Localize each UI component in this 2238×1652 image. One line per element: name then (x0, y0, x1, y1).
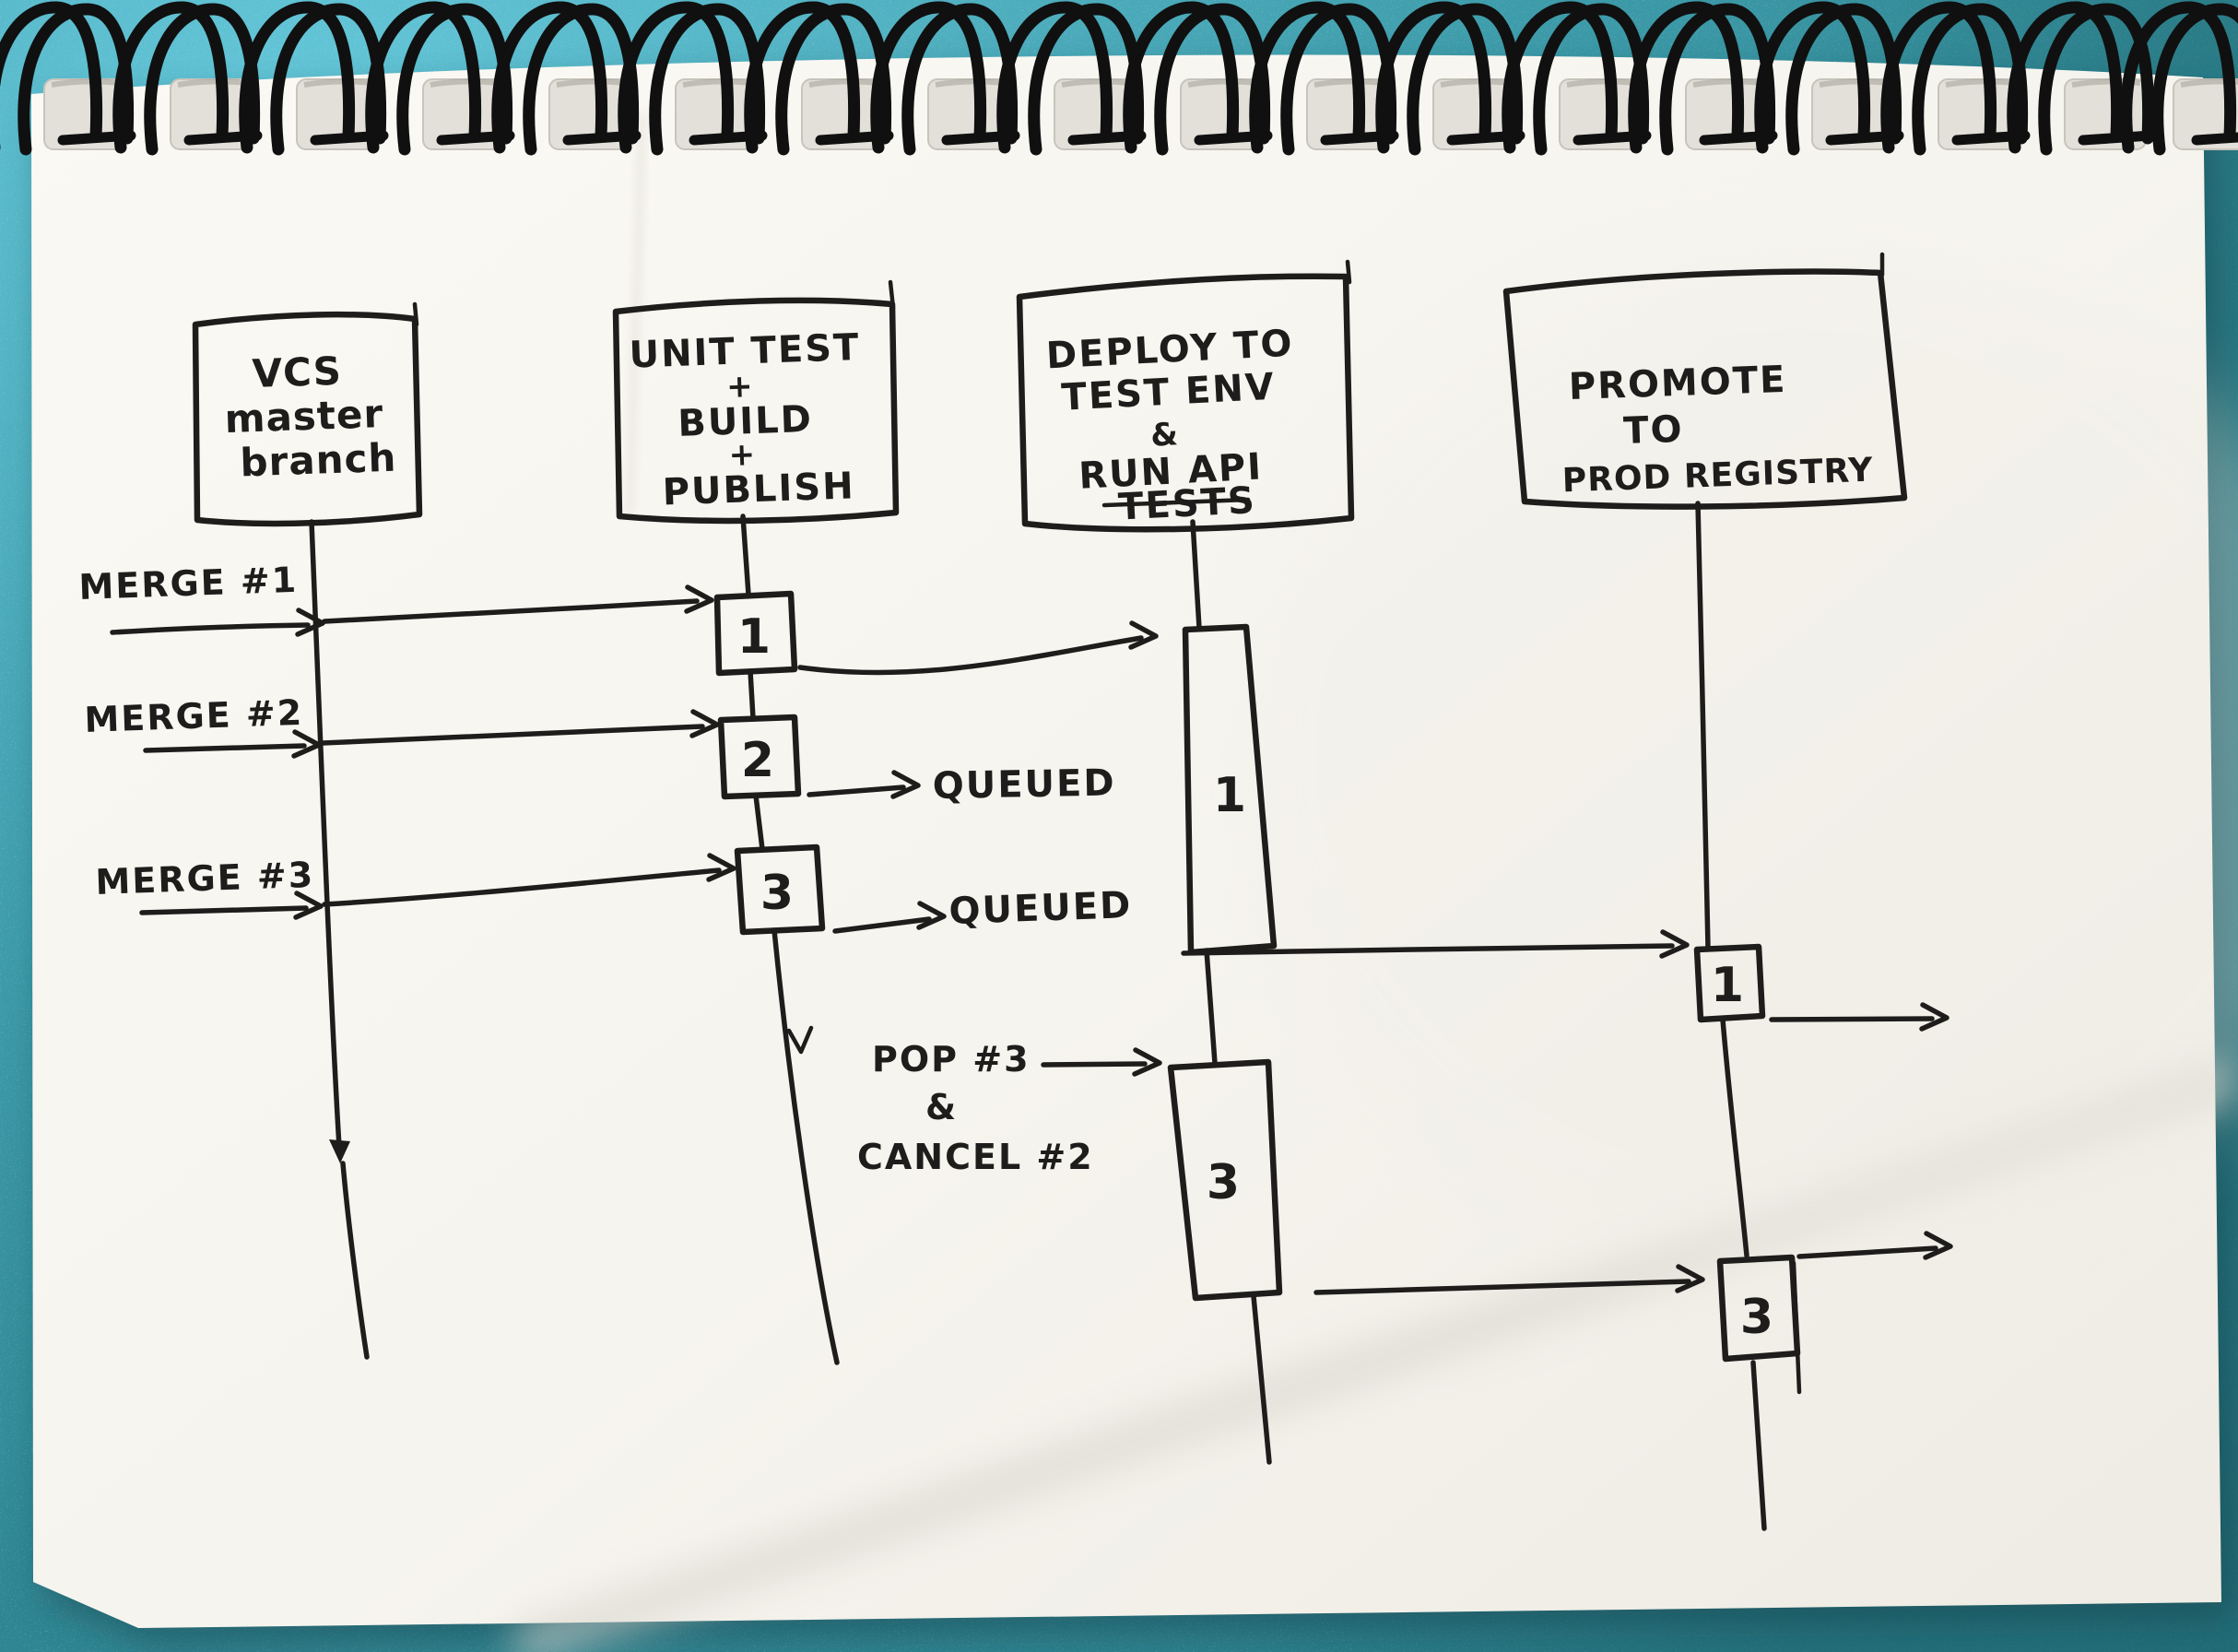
paper-crease-vertical (625, 112, 647, 513)
activation-build-2-number: 2 (741, 733, 774, 788)
arrowhead (293, 891, 324, 920)
message-merge1 (110, 584, 714, 637)
lifeline-build (740, 513, 840, 1365)
label-pop-line2: & (925, 1087, 958, 1127)
activation-deploy-1-number: 1 (1213, 768, 1246, 823)
arrowhead (295, 608, 325, 637)
label-merge2: MERGE #2 (84, 692, 304, 740)
arrowhead (1675, 1264, 1705, 1293)
activation-promote-3 (1716, 1254, 1801, 1363)
label-pop-line3: CANCEL #2 (857, 1137, 1094, 1177)
arrowhead (291, 729, 322, 759)
actor-vcs-label: VCS master branch (222, 347, 400, 486)
lifeline-vcs-arrow (329, 1139, 350, 1163)
actor-build-line3: BUILD (677, 398, 814, 445)
actor-build-line1: UNIT TEST (629, 326, 861, 377)
message-deploy1-to-promote1 (1181, 929, 1690, 959)
actor-vcs-line3: branch (240, 435, 397, 486)
paper-sheen (1226, 240, 2238, 1272)
label-merge3: MERGE #3 (95, 855, 315, 903)
activation-build-3 (734, 844, 826, 936)
lifeline-vcs (309, 519, 370, 1360)
activation-promote-3-number: 3 (1740, 1290, 1773, 1345)
lifeline-build-tick (786, 1025, 814, 1055)
activation-build-1-number: 1 (737, 609, 771, 665)
arrowhead (689, 709, 720, 738)
message-pop-cancel-arrow (1041, 1047, 1162, 1077)
activation-promote-1-number: 1 (1711, 958, 1744, 1013)
actor-promote-line1: PROMOTE (1568, 359, 1787, 408)
actor-build-line2: + (725, 368, 755, 406)
actor-build-line4: + (728, 436, 758, 474)
message-merge2 (143, 709, 720, 759)
activation-deploy-3 (1167, 1058, 1283, 1302)
message-queued1-arrow (807, 770, 921, 799)
arrowhead (916, 901, 947, 930)
label-queued1: QUEUED (932, 762, 1116, 808)
message-promote3-out (1796, 1231, 1953, 1260)
message-build1-to-deploy (797, 620, 1159, 676)
actor-deploy-box (1016, 273, 1355, 533)
actor-vcs-line1: VCS (252, 348, 343, 396)
label-merge1: MERGE #1 (78, 560, 299, 608)
arrowhead (1919, 1002, 1949, 1032)
message-promote1-out (1769, 1002, 1949, 1032)
activation-build-1 (713, 590, 798, 677)
lifeline-deploy (1190, 519, 1272, 1465)
actor-vcs-line2: master (224, 391, 384, 442)
arrowhead (890, 770, 921, 799)
label-queued2: QUEUED (948, 884, 1133, 933)
actor-deploy-line4: RUN API (1078, 445, 1264, 497)
arrowhead (1128, 620, 1159, 650)
activation-deploy-3-number: 3 (1207, 1155, 1240, 1210)
message-merge3 (139, 853, 736, 920)
message-queued2-arrow (832, 901, 947, 934)
arrowhead (706, 853, 736, 882)
activation-deploy-1 (1182, 623, 1278, 956)
arrowhead (684, 584, 714, 614)
activation-build-3-number: 3 (760, 866, 794, 921)
arrowhead (1923, 1231, 1953, 1260)
actor-promote-box (1502, 268, 1908, 510)
actor-deploy-line3: & (1149, 416, 1181, 454)
actor-build-line5: PUBLISH (662, 465, 855, 513)
actor-vcs-box (192, 311, 423, 527)
actor-promote-line2: TO (1622, 408, 1684, 453)
actor-deploy-box-overshoot (1345, 259, 1352, 285)
deploy-tests-strike (1101, 497, 1251, 508)
actor-build-box (612, 297, 900, 525)
arrowhead (1659, 929, 1690, 959)
label-pop-line1: POP #3 (872, 1039, 1031, 1080)
arrowhead (1132, 1047, 1162, 1077)
actor-build-box-overshoot (888, 279, 896, 311)
activation-build-2 (717, 714, 802, 800)
activation-promote-1 (1693, 943, 1766, 1023)
actor-vcs-box-overshoot (412, 301, 419, 327)
message-deploy3-to-promote3 (1313, 1264, 1705, 1295)
actor-build-label: UNIT TEST + BUILD + PUBLISH (629, 325, 880, 514)
